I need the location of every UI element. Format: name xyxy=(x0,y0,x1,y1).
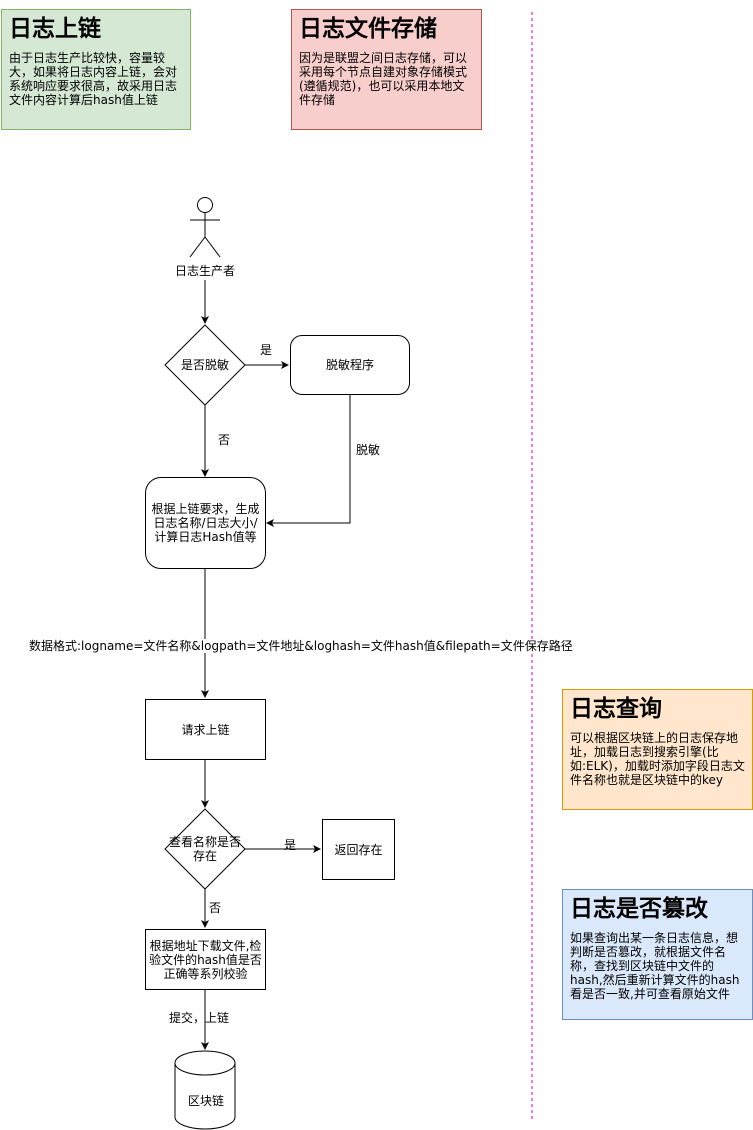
actor-icon xyxy=(189,197,221,258)
request-label: 请求上链 xyxy=(181,722,230,737)
note-tamper: 日志是否篡改 如果查询出某一条日志信息，想判断是否篡改，就根据文件名称，查找到区… xyxy=(562,889,753,1020)
edge-label-yes-2: 是 xyxy=(284,838,297,852)
note-chain-body: 由于日志生产比较快，容量较大，如果将日志内容上链，会对系统响应要求很高，故采用日… xyxy=(9,51,178,107)
edge-label-submit: 提交，上链 xyxy=(169,1011,230,1025)
note-query-body: 可以根据区块链上的日志保存地址，加载日志到搜索引擎(比如:ELK)，加载时添加字… xyxy=(570,731,745,787)
desensitize-program-label: 脱敏程序 xyxy=(325,358,374,372)
blockchain-label: 区块链 xyxy=(188,1094,225,1108)
return-exists-label: 返回存在 xyxy=(334,842,383,857)
blockchain-cylinder xyxy=(174,1050,236,1130)
note-tamper-body: 如果查询出某一条日志信息，想判断是否篡改，就根据文件名称，查找到区块链中文件的h… xyxy=(570,931,740,1001)
edge-label-no-1: 否 xyxy=(218,433,231,447)
note-chain-title: 日志上链 xyxy=(9,16,101,42)
note-query: 日志查询 可以根据区块链上的日志保存地址，加载日志到搜索引擎(比如:ELK)，加… xyxy=(562,689,753,810)
note-storage-body: 因为是联盟之间日志存储，可以采用每个节点自建对象存储模式(遵循规范)，也可以采用… xyxy=(299,51,468,107)
desensitize-decision-label: 是否脱敏 xyxy=(181,358,230,372)
note-tamper-title: 日志是否篡改 xyxy=(570,896,708,922)
edge-label-data-format: 数据格式:logname=文件名称&logpath=文件地址&loghash=文… xyxy=(29,639,573,653)
note-query-title: 日志查询 xyxy=(570,696,662,722)
generate-label: 根据上链要求，生成日志名称/日志大小/计算日志Hash值等 xyxy=(151,502,260,544)
check-exists-label: 查看名称是否存在 xyxy=(166,835,244,863)
note-storage-title: 日志文件存储 xyxy=(299,16,437,42)
edge-desensitize-to-generate xyxy=(266,395,351,527)
actor-label: 日志生产者 xyxy=(175,264,236,278)
note-storage: 日志文件存储 因为是联盟之间日志存储，可以采用每个节点自建对象存储模式(遵循规范… xyxy=(291,9,482,130)
request-node: 请求上链 xyxy=(145,699,266,760)
return-exists-node: 返回存在 xyxy=(322,819,395,880)
edge-label-desensitize: 脱敏 xyxy=(356,443,381,457)
edge-label-no-2: 否 xyxy=(209,901,222,915)
note-chain: 日志上链 由于日志生产比较快，容量较大，如果将日志内容上链，会对系统响应要求很高… xyxy=(1,9,191,130)
download-verify-label: 根据地址下载文件,检验文件的hash值是否正确等系列校验 xyxy=(149,938,262,981)
download-verify-node: 根据地址下载文件,检验文件的hash值是否正确等系列校验 xyxy=(145,929,266,990)
desensitize-program-node: 脱敏程序 xyxy=(290,335,410,395)
check-exists-text: 查看名称是否存在 xyxy=(168,835,241,863)
edge-label-yes-1: 是 xyxy=(260,343,273,357)
generate-node: 根据上链要求，生成日志名称/日志大小/计算日志Hash值等 xyxy=(145,477,266,569)
